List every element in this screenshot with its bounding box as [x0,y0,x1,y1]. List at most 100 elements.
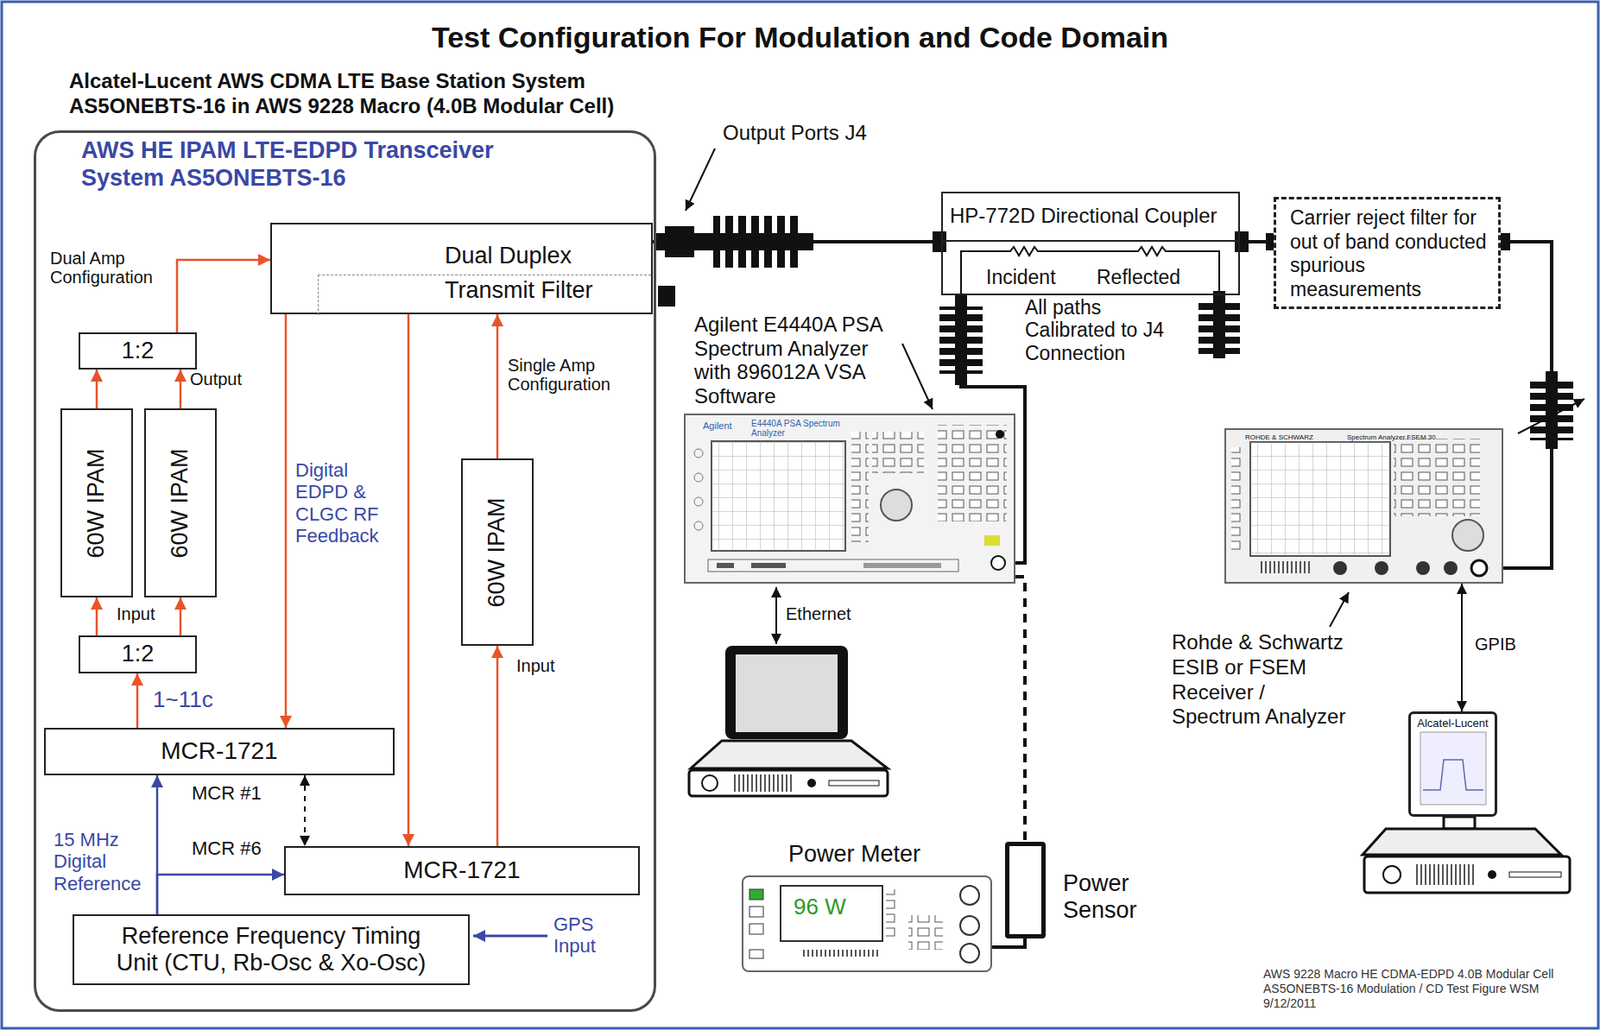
drawing-part [803,949,881,957]
callout-label: Output [189,369,242,390]
drawing-part [1250,442,1391,557]
radio-box: MCR-1721 [284,846,640,896]
drawing-part [694,521,703,531]
node-text: E4440A PSA Spectrum Analyzer [751,418,855,438]
laptop-illustration [689,587,888,797]
cable [1500,241,1552,569]
drawing-part [749,923,764,935]
node-text: Reflected [1096,265,1181,289]
drawing-part [1509,872,1562,878]
signal-arrow [177,259,271,333]
callout-label: All paths Calibrated to J4 Connection [1024,296,1189,365]
coupler-box: HP-772D Directional CouplerIncident Refle… [941,191,1240,296]
drawing-part [1231,447,1246,551]
drawing-part [1383,866,1401,884]
drawing-part [984,535,1000,546]
drawing-part [885,889,899,942]
callout-label: Rohde & Schwartz ESIB or FSEM Receiver /… [1171,630,1358,730]
signal-arrow [496,645,500,847]
drawing-part [708,559,959,572]
node-text: HP-772D Directional Coupler [949,203,1217,228]
power-meter: Power Meter96 W [741,875,993,973]
node-text: AWS HE IPAM LTE-EDPD Transceiver System … [81,136,548,193]
drawing-part [1260,561,1313,574]
port-connector [939,290,1585,450]
node-text: Power Meter [788,841,921,868]
diagram-title: Test Configuration For Modulation and Co… [0,20,1600,55]
splitter-box: 1:2 [78,635,197,674]
figure-caption: AWS 9228 Macro HE CDMA-EDPD 4.0B Modular… [1263,967,1588,1011]
computer-illustration [1362,732,1570,893]
drawing-part [701,775,718,791]
signal-arrow [1460,583,1463,712]
drawing-part [749,889,764,900]
node-text: Agilent [702,420,733,432]
drawing-part [1224,428,1504,584]
signal-arrow [284,314,288,728]
filter-box: Dual DuplexTransmit Filter [270,222,653,315]
drawing-part [689,770,888,797]
signal-arrow [407,314,411,847]
divider-line [942,240,1239,242]
leader-line [1329,592,1349,627]
signal-arrow [136,673,140,728]
receiver-illustration [1224,428,1504,584]
drawing-part [1250,442,1391,557]
drawing-part [1443,816,1475,829]
drawing-part [991,556,1006,570]
node-text: Power Sensor [1062,870,1158,924]
drawing-part [937,424,1007,522]
callout-label: Input [116,604,155,625]
spectrum-analyzer-illustration [683,413,1016,584]
amplifier-box: 60W IPAM [461,458,534,646]
drawing-part [961,246,1220,296]
amplifier-box: 60W IPAM [60,408,133,598]
edge-label: Single Amp Configuration [507,355,629,394]
drawing-part [1471,560,1487,576]
callout-label: MCR #1 [191,782,262,804]
spectrum-analyzer: ROHDE & SCHWARZSpectrum Analyzer FSEM 30 [1224,428,1504,584]
node-text: Alcatel-Lucent [1410,717,1495,731]
drawing-part [960,885,980,905]
amplifier-box: 60W IPAM [144,408,217,598]
callout-label: Dual Amp Configuration [50,248,171,287]
drawing-part [1362,828,1562,855]
drawing-part [1416,561,1430,576]
node-text: 1:2 [121,337,155,365]
signal-arrow [157,874,285,915]
node-text: Dual Duplex [444,243,572,270]
drawing-part [683,413,1016,584]
drawing-part [960,943,980,963]
callout-label: MCR #6 [191,837,262,860]
node-text: 60W IPAM [483,497,511,608]
drawing-part [960,916,980,936]
drawing-part [711,441,846,551]
node-text: Incident [986,265,1057,289]
edge-label: 1~11c [152,687,214,714]
drawing-part [1420,732,1487,805]
radio-box: MCR-1721 [44,727,395,776]
drawing-part [1333,561,1348,576]
cable [652,240,942,244]
node-text: Transmit Filter [444,278,594,304]
callout-label: Agilent E4440A PSA Spectrum Analyzer wit… [694,312,898,408]
node-text: Carrier reject filter for out of band co… [1290,206,1493,302]
drawing-part [690,740,888,769]
cable [1015,576,1025,842]
drawing-part [1198,302,1240,355]
drawing-part [694,473,703,482]
drawing-part [1393,438,1480,517]
drawing-part [735,654,838,733]
callout-label: Alcatel-Lucent AWS CDMA LTE Base Station… [69,69,691,120]
gps-arrow [473,935,548,938]
signal-arrow [95,597,99,636]
callout-label: Ethernet [785,604,852,625]
signal-arrow [496,314,500,459]
spectrum-analyzer: Agilent E4440A PSA Spectrum Analyzer [683,413,1016,584]
signal-arrow [179,597,183,636]
drawing-part [995,430,1005,439]
node-text: 96 W [793,894,847,921]
callout-label: 15 MHz Digital Reference [53,828,149,895]
drawing-part [657,285,676,307]
timing-unit-box: Reference Frequency Timing Unit (CTU, Rb… [72,914,470,986]
